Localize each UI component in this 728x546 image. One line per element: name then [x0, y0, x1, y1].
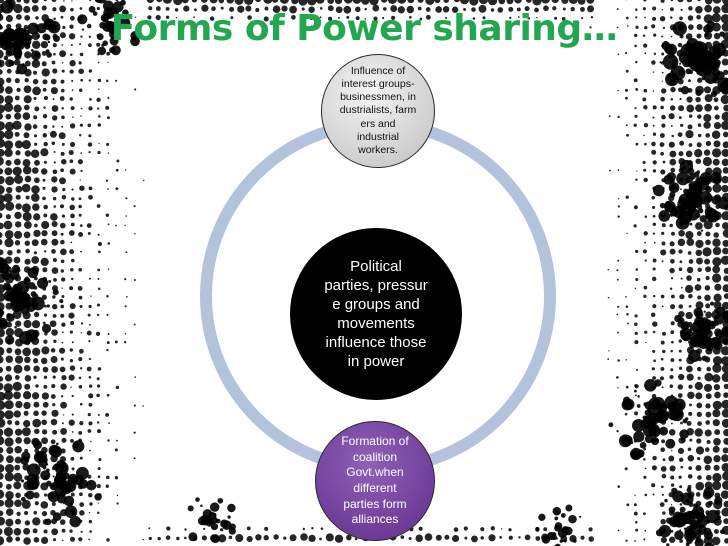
node-political-parties-text: Political parties, pressur e groups and … [324, 258, 428, 370]
node-political-parties: Political parties, pressur e groups and … [290, 228, 462, 400]
node-coalition-government: Formation of coalition Govt.when differe… [315, 421, 435, 541]
node-interest-groups-text: Influence of interest groups- businessme… [339, 64, 417, 156]
node-interest-groups: Influence of interest groups- businessme… [321, 54, 435, 168]
node-coalition-government-text: Formation of coalition Govt.when differe… [341, 434, 409, 527]
slide-title: Forms of Power sharing… [110, 8, 618, 49]
